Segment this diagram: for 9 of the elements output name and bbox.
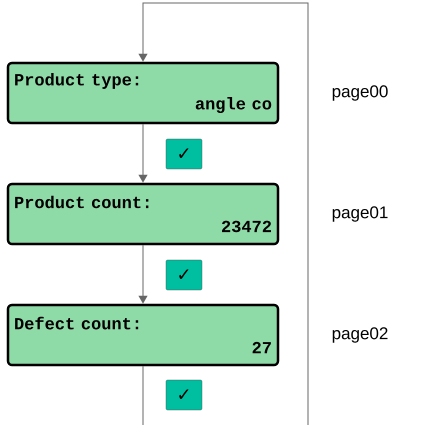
page-label: page02 <box>332 327 388 343</box>
lcd-display: Product count: 23472 <box>6 182 280 246</box>
page-label: page01 <box>332 206 388 222</box>
page-label: page00 <box>332 85 388 101</box>
check-button: ✓ <box>166 380 202 410</box>
lcd-display: Defect count: 27 <box>6 304 280 366</box>
lcd-display: Product type: angle co <box>6 62 280 124</box>
check-button: ✓ <box>166 138 202 170</box>
check-button: ✓ <box>166 260 202 290</box>
